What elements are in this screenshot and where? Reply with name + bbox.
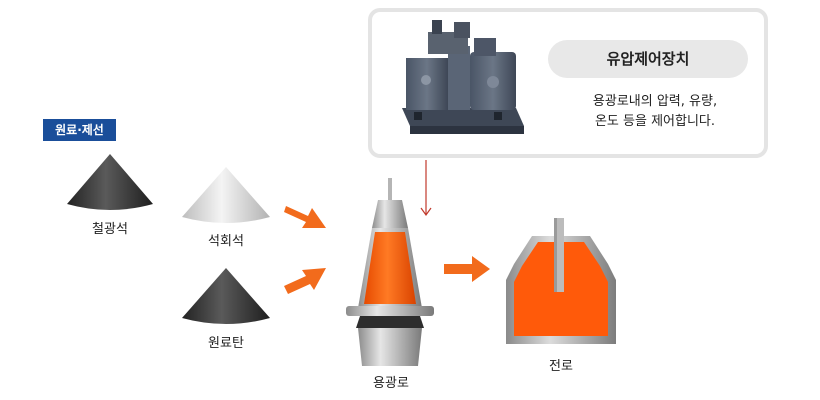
callout-desc-line-1: 용광로내의 압력, 유량,	[560, 92, 750, 112]
feed-arrow-upper	[284, 196, 330, 232]
callout-description: 용광로내의 압력, 유량, 온도 등을 제어합니다.	[560, 92, 750, 132]
blast-furnace-label: 용광로	[351, 372, 431, 391]
iron-ore-pile	[65, 152, 155, 214]
blast-furnace	[340, 178, 440, 368]
section-badge: 원료·제선	[43, 119, 116, 141]
callout-desc-line-2: 온도 등을 제어합니다.	[560, 112, 750, 132]
converter-vessel	[498, 218, 624, 350]
limestone-label: 석회석	[186, 230, 266, 249]
iron-ore-label: 철광석	[70, 218, 150, 237]
callout-title: 유압제어장치	[548, 40, 748, 78]
hydraulic-unit-image	[398, 18, 528, 140]
coking-coal-pile	[180, 266, 272, 328]
limestone-pile	[180, 165, 272, 227]
feed-arrow-lower	[284, 264, 330, 300]
transfer-arrow	[444, 256, 492, 282]
converter-label: 전로	[521, 355, 601, 374]
coking-coal-label: 원료탄	[186, 332, 266, 351]
